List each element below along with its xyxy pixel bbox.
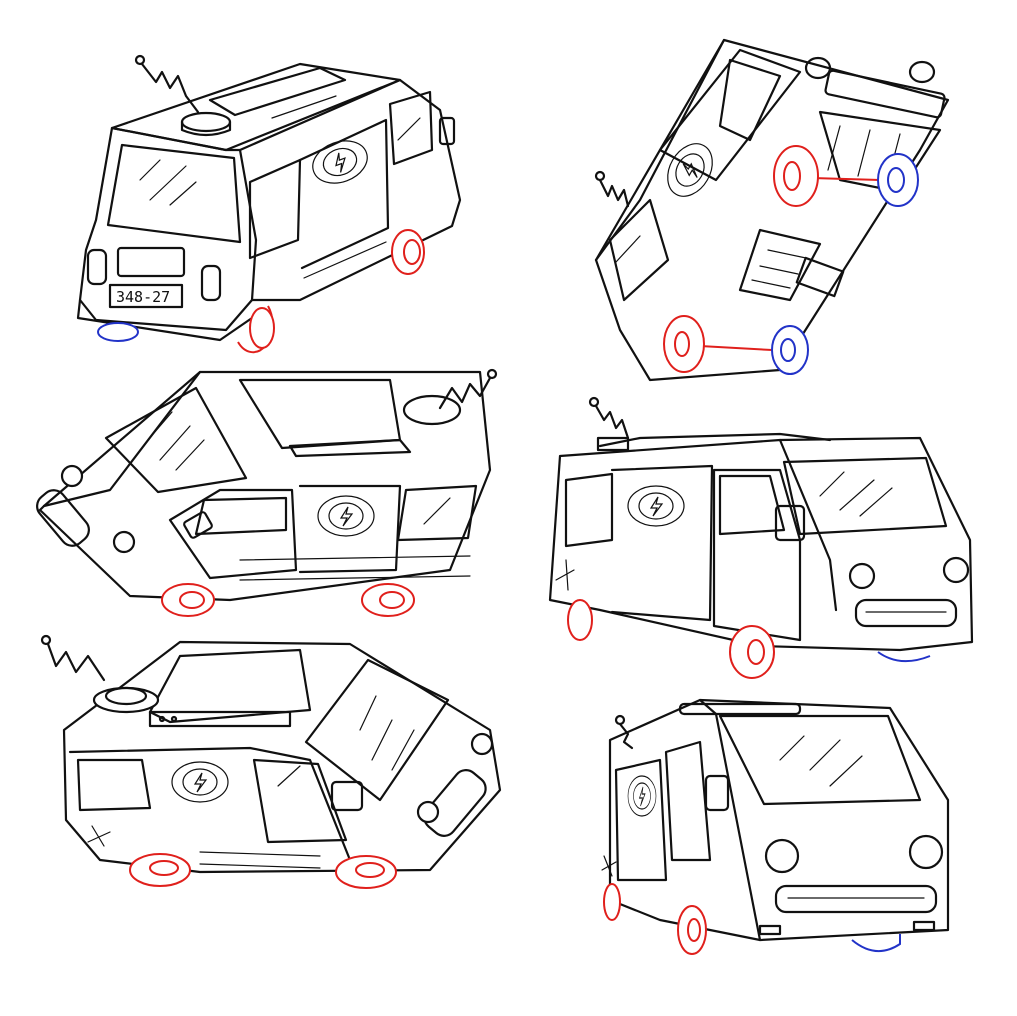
- antenna-icon: [614, 714, 634, 750]
- antenna-icon: [40, 634, 106, 682]
- front-wheel: [567, 599, 593, 641]
- antenna-icon: [134, 54, 232, 137]
- lightning-bolt-logo-icon: [171, 761, 229, 803]
- van-view-rear-three-quarter: [40, 634, 502, 889]
- rear-wheel: [851, 934, 901, 952]
- license-plate: [108, 283, 184, 309]
- van-view-front-three-quarter: 348-27: [76, 54, 462, 354]
- lightning-bolt-logo-icon: [627, 485, 685, 527]
- van-view-side-left: [36, 368, 498, 617]
- lightning-bolt-logo-icon: [317, 495, 375, 537]
- antenna-icon: [438, 368, 498, 410]
- front-wheel: [603, 883, 621, 921]
- rear-wheel: [877, 651, 931, 663]
- antenna-icon: [594, 170, 630, 208]
- license-plate-number: 348-27: [116, 288, 170, 306]
- van-view-underside: [594, 38, 950, 382]
- rear-wheel: [97, 322, 139, 342]
- van-view-front-right: [601, 698, 950, 955]
- van-view-side-right: [548, 396, 974, 679]
- antenna-icon: [588, 396, 630, 440]
- lightning-bolt-logo-icon: [627, 775, 657, 817]
